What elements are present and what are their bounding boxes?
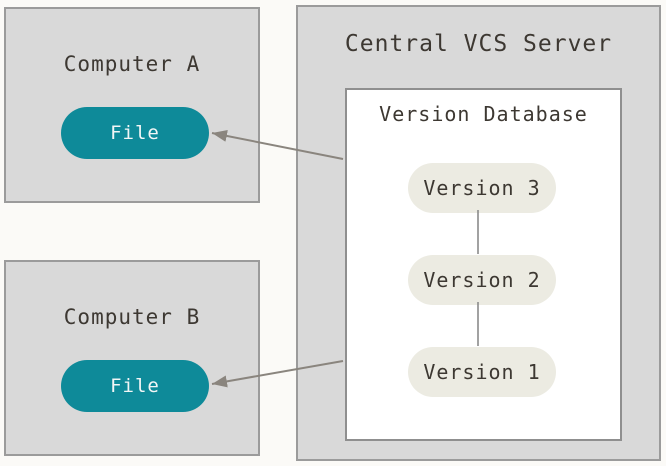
version-database-box: Version Database Version 3 Version 2 Ver… (345, 88, 622, 441)
central-vcs-server-title: Central VCS Server (344, 31, 613, 57)
version-database-title: Version Database (379, 102, 588, 126)
version-2-label: Version 2 (423, 268, 541, 292)
version-3-label: Version 3 (423, 176, 541, 200)
version-3-pill: Version 3 (408, 163, 556, 213)
computer-a-file-pill: File (61, 107, 209, 159)
computer-b-file-pill: File (61, 360, 209, 412)
version-1-pill: Version 1 (408, 347, 556, 397)
central-vcs-server-box: Central VCS Server Version Database Vers… (296, 5, 661, 461)
computer-a-box: Computer A File (4, 7, 260, 203)
computer-b-box: Computer B File (4, 260, 260, 456)
version-2-pill: Version 2 (408, 255, 556, 305)
computer-a-file-label: File (110, 122, 160, 144)
version-1-label: Version 1 (423, 360, 541, 384)
computer-b-title: Computer B (63, 305, 201, 329)
computer-a-title: Computer A (63, 52, 201, 76)
computer-b-file-label: File (110, 375, 160, 397)
